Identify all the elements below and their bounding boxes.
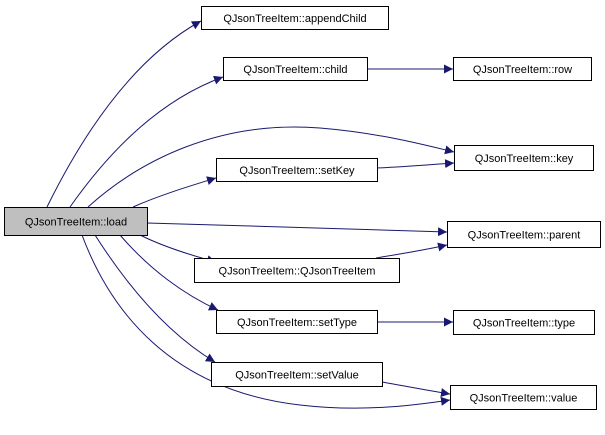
edge-load-to-setKey	[132, 176, 217, 208]
node-box-key[interactable]	[454, 145, 594, 171]
edge-setKey-to-key	[376, 159, 455, 169]
node-box-value[interactable]	[450, 385, 597, 410]
edge-ctor-to-parent	[375, 242, 448, 259]
node-box-setKey[interactable]	[216, 158, 378, 182]
edge-load-to-child	[69, 75, 224, 208]
nodes-layer: QJsonTreeItem::load QJsonTreeItem::append…	[4, 6, 601, 410]
node-label-row: QJsonTreeItem::row	[473, 64, 572, 76]
node-box-type[interactable]	[453, 310, 595, 335]
node-ctor[interactable]: QJsonTreeItem::QJsonTreeItem	[194, 258, 400, 283]
edges-layer	[46, 20, 455, 409]
node-label-child: QJsonTreeItem::child	[243, 64, 347, 76]
node-setValue[interactable]: QJsonTreeItem::setValue	[211, 362, 383, 387]
node-box-row[interactable]	[453, 57, 592, 81]
node-box-setValue[interactable]	[211, 362, 383, 387]
node-label-key: QJsonTreeItem::key	[475, 153, 574, 165]
node-label-type: QJsonTreeItem::type	[473, 318, 575, 330]
node-child[interactable]: QJsonTreeItem::child	[223, 57, 368, 81]
node-setType[interactable]: QJsonTreeItem::setType	[216, 310, 378, 334]
node-box-load[interactable]	[4, 207, 148, 236]
node-label-setValue: QJsonTreeItem::setValue	[235, 370, 359, 382]
edge-load-to-setType	[119, 234, 219, 311]
node-box-parent[interactable]	[447, 221, 601, 248]
node-type[interactable]: QJsonTreeItem::type	[453, 310, 595, 335]
edge-load-to-parent	[146, 222, 448, 237]
node-label-setType: QJsonTreeItem::setType	[237, 317, 357, 329]
node-label-load: QJsonTreeItem::load	[25, 217, 127, 229]
node-parent[interactable]: QJsonTreeItem::parent	[447, 221, 601, 248]
node-label-parent: QJsonTreeItem::parent	[468, 230, 581, 242]
node-box-setType[interactable]	[216, 310, 378, 334]
edge-load-to-ctor	[139, 234, 217, 265]
node-load[interactable]: QJsonTreeItem::load	[4, 207, 148, 236]
node-value[interactable]: QJsonTreeItem::value	[450, 385, 597, 410]
edge-load-to-value	[81, 234, 451, 409]
edge-setValue-to-value	[381, 381, 451, 398]
edge-load-to-appendChild	[46, 20, 202, 208]
node-setKey[interactable]: QJsonTreeItem::setKey	[216, 158, 378, 182]
node-appendChild[interactable]: QJsonTreeItem::appendChild	[201, 6, 389, 30]
node-label-setKey: QJsonTreeItem::setKey	[239, 165, 355, 177]
node-label-value: QJsonTreeItem::value	[470, 393, 578, 405]
node-label-ctor: QJsonTreeItem::QJsonTreeItem	[219, 266, 376, 278]
node-label-appendChild: QJsonTreeItem::appendChild	[223, 13, 366, 25]
node-box-appendChild[interactable]	[201, 6, 389, 30]
node-box-child[interactable]	[223, 57, 368, 81]
node-key[interactable]: QJsonTreeItem::key	[454, 145, 594, 171]
node-row[interactable]: QJsonTreeItem::row	[453, 57, 592, 81]
node-box-ctor[interactable]	[194, 258, 400, 283]
edge-load-to-key	[87, 126, 455, 208]
edge-load-to-setValue	[94, 234, 216, 363]
